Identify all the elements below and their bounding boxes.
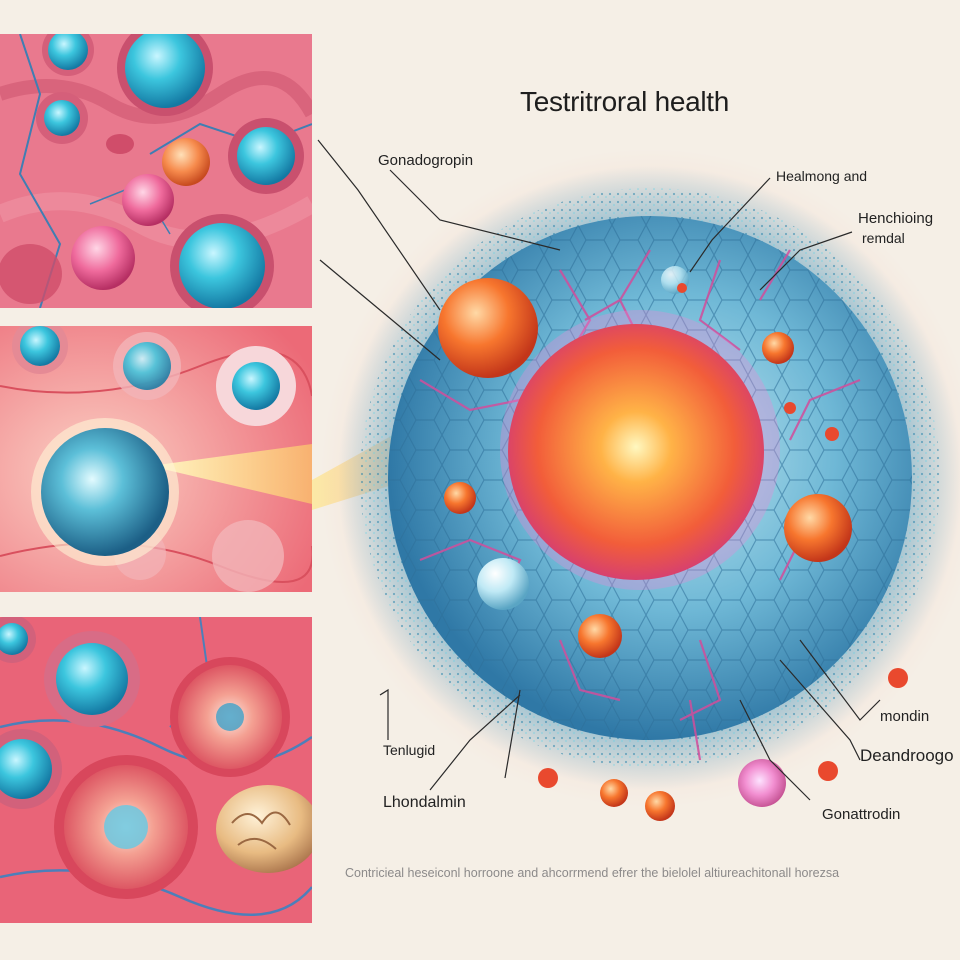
label-lhondalmin: Lhondalmin: [383, 794, 466, 811]
tissue-panel-middle: [0, 326, 312, 592]
label-deandroogo: Deandroogo: [860, 746, 954, 765]
label-gonadogropin: Gonadogropin: [378, 152, 474, 169]
label-remdal: remdal: [862, 230, 905, 246]
leader-lines: [317, 139, 881, 801]
label-healmong: Healmong and: [776, 168, 868, 184]
diagram-caption: Contricieal heseiconl horroone and ahcor…: [345, 866, 840, 880]
label-enlugid: Tenlugid: [383, 742, 436, 758]
diagram-title: Testritroral health: [520, 86, 730, 117]
tissue-panel-top: [0, 34, 312, 308]
label-gonattrodin: Gonattrodin: [822, 806, 901, 823]
label-mondin: mondin: [880, 708, 930, 725]
tissue-panel-bottom: [0, 617, 312, 923]
label-henchioing: Henchioing: [858, 210, 934, 227]
